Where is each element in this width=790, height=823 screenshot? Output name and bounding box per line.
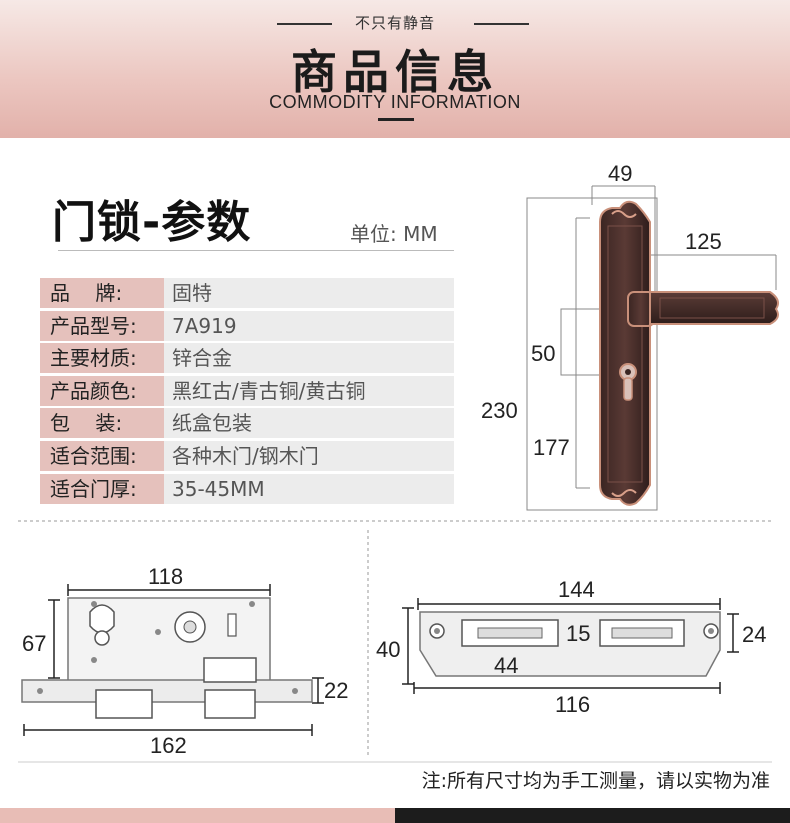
spec-value: 各种木门/钢木门 <box>164 440 454 471</box>
dim-label-144: 144 <box>558 577 595 602</box>
lockbody-case <box>21 597 313 719</box>
page-title: 商品信息 <box>291 45 499 99</box>
unit-label: 单位: MM <box>350 222 438 246</box>
handle-plate <box>599 200 651 506</box>
title-underline <box>378 118 414 121</box>
spec-row-color: 产品颜色: 黑红古/青古铜/黄古铜 <box>40 375 454 406</box>
spec-table: 品 牌: 固特 产品型号: 7A919 主要材质: 锌合金 产品颜色: 黑红古/… <box>40 278 454 506</box>
spec-value: 黑红古/青古铜/黄古铜 <box>164 375 454 406</box>
spec-value: 7A919 <box>164 310 454 341</box>
section-divider <box>58 250 454 251</box>
page-subtitle: COMMODITY INFORMATION <box>269 92 521 112</box>
spec-value: 固特 <box>164 278 454 308</box>
spec-row-brand: 品 牌: 固特 <box>40 278 454 308</box>
dim-label-162: 162 <box>150 733 187 758</box>
dim-label-24: 24 <box>742 622 767 647</box>
strike-plate <box>419 611 721 677</box>
lockbody-dim-lines <box>23 584 324 736</box>
spec-label: 产品型号 <box>50 313 130 338</box>
dim-label-230: 230 <box>481 398 518 423</box>
spec-label: 适合门厚 <box>50 476 130 501</box>
spec-label: 包 装 <box>50 411 116 436</box>
dim-label-118: 118 <box>148 564 184 589</box>
spec-label: 品 牌 <box>50 281 116 305</box>
section-title: 门锁-参数 <box>52 197 252 248</box>
dim-label-116: 116 <box>555 692 591 717</box>
strike-dim-lines <box>402 598 739 694</box>
spec-row-material: 主要材质: 锌合金 <box>40 343 454 374</box>
dim-label-15: 15 <box>566 621 591 646</box>
spec-label: 适合范围 <box>50 443 130 468</box>
spec-label: 主要材质 <box>50 346 130 371</box>
spec-row-scope: 适合范围: 各种木门/钢木门 <box>40 440 454 471</box>
tagline-left-rule <box>277 23 332 25</box>
dim-label-49: 49 <box>608 161 633 186</box>
dim-label-44: 44 <box>494 653 519 678</box>
measurement-note: 注:所有尺寸均为手工测量，请以实物为准 <box>421 770 770 792</box>
dim-label-22: 22 <box>324 678 349 703</box>
handle-lever <box>627 291 779 327</box>
dim-label-125: 125 <box>685 229 722 254</box>
spec-value: 纸盒包装 <box>164 408 454 439</box>
dim-label-177: 177 <box>533 435 570 460</box>
spec-row-thickness: 适合门厚: 35-45MM <box>40 473 454 504</box>
spec-value: 锌合金 <box>164 343 454 374</box>
spec-row-model: 产品型号: 7A919 <box>40 310 454 341</box>
dim-label-67: 67 <box>22 631 47 656</box>
dim-label-40: 40 <box>376 637 401 662</box>
keyhole <box>619 363 637 401</box>
handle-dim-lines <box>526 185 777 511</box>
dim-label-50: 50 <box>531 341 556 366</box>
spec-label: 产品颜色 <box>50 378 130 403</box>
header-tagline: 不只有静音 <box>354 14 435 32</box>
footer-bar <box>0 808 790 823</box>
tagline-right-rule <box>474 23 529 25</box>
spec-value: 35-45MM <box>164 473 454 504</box>
footer-bar-left <box>0 808 395 823</box>
footer-bar-right <box>395 808 790 823</box>
header-band: 不只有静音 商品信息 COMMODITY INFORMATION <box>0 0 790 138</box>
spec-row-package: 包 装: 纸盒包装 <box>40 408 454 439</box>
